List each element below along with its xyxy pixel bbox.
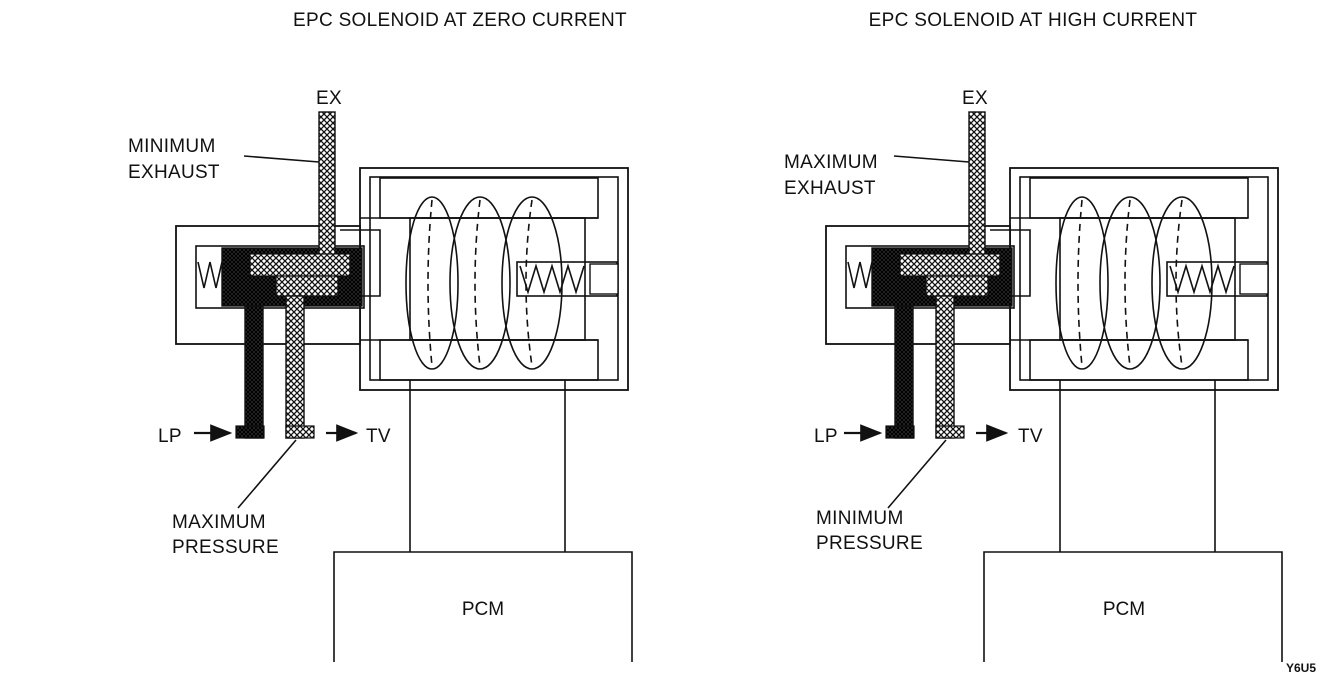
left-panel-zero-current: EPC SOLENOID AT ZERO CURRENT EX MINIMUM … <box>128 10 632 662</box>
figure-code: Y6U5 <box>1286 661 1316 675</box>
left-pressure-state-line1: MAXIMUM <box>172 512 266 533</box>
left-pressure-state-line2: PRESSURE <box>172 537 279 558</box>
left-lp-label: LP <box>158 426 182 447</box>
right-tv-label: TV <box>1018 426 1043 447</box>
right-exhaust-state-line1: MAXIMUM <box>784 152 878 173</box>
left-ex-label: EX <box>316 88 342 109</box>
right-ex-label: EX <box>962 88 988 109</box>
right-panel-high-current: EPC SOLENOID AT HIGH CURRENT EX MAXIMUM … <box>784 10 1282 662</box>
left-exhaust-state-line2: EXHAUST <box>128 162 220 183</box>
left-pcm-label: PCM <box>462 599 504 620</box>
right-pcm-label: PCM <box>1103 599 1145 620</box>
right-title: EPC SOLENOID AT HIGH CURRENT <box>869 10 1198 31</box>
right-exhaust-state-line2: EXHAUST <box>784 178 876 199</box>
left-exhaust-state-line1: MINIMUM <box>128 136 216 157</box>
left-tv-label: TV <box>366 426 391 447</box>
right-pressure-state-line1: MINIMUM <box>816 508 904 529</box>
right-solenoid-valve <box>826 112 1282 662</box>
right-pressure-state-line2: PRESSURE <box>816 533 923 554</box>
right-lp-label: LP <box>814 426 838 447</box>
left-title: EPC SOLENOID AT ZERO CURRENT <box>293 10 627 31</box>
left-solenoid-valve <box>176 112 632 662</box>
